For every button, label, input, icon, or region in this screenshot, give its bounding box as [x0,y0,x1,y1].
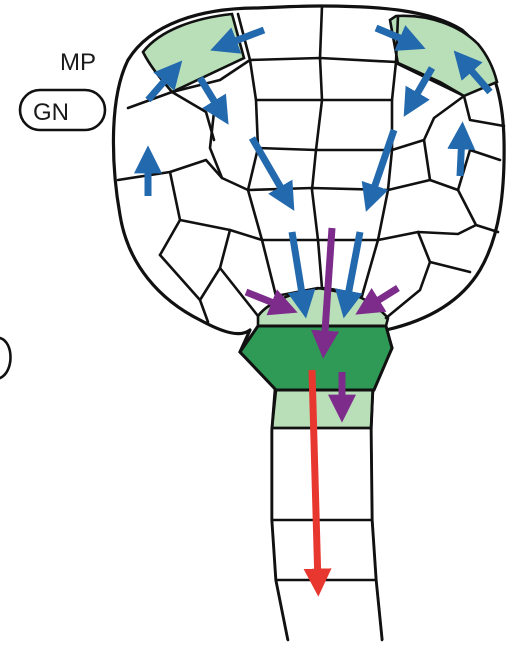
neighbor-cell-fragment [0,338,11,378]
label-mp: MP [60,49,96,76]
blue-arrow-8 [460,134,462,176]
hypophysis [240,326,392,390]
label-gn: GN [33,99,69,126]
suspensor-cell-green [272,390,373,428]
